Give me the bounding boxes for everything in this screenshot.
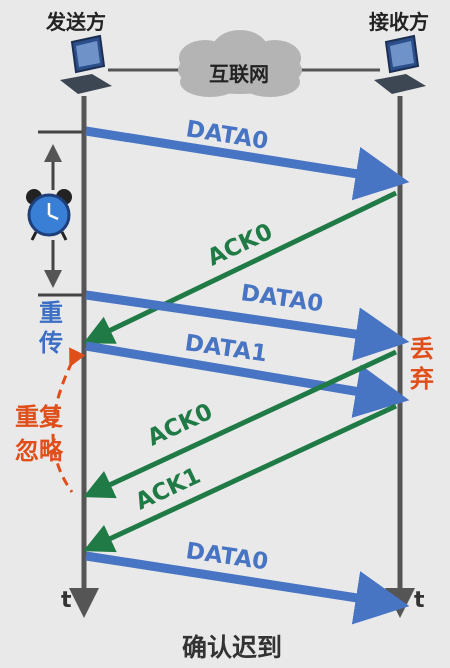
time-axis-label-sender: t	[61, 588, 72, 613]
data0-arrow-final	[85, 551, 410, 625]
message-label: DATA0	[239, 280, 325, 317]
internet-label: 互联网	[209, 62, 269, 86]
data0-arrow-retransmit	[85, 290, 410, 361]
ack0-arrow-first	[83, 190, 398, 344]
ack0-arrow-second	[83, 349, 398, 499]
data1-arrow	[85, 341, 410, 418]
cloud-icon	[178, 30, 302, 97]
data0-arrow-first	[85, 126, 410, 201]
receiver-label: 接收方	[369, 10, 429, 34]
timeout-bracket	[38, 130, 82, 297]
ack1-arrow	[83, 403, 398, 553]
message-label: ACK0	[204, 219, 277, 272]
retransmit-label: 重传	[39, 299, 63, 357]
caption: 确认迟到	[182, 633, 283, 662]
sender-label: 发送方	[46, 10, 106, 34]
discard-label: 丢弃	[410, 335, 434, 393]
alarm-clock-icon	[26, 189, 72, 241]
message-label: ACK0	[144, 399, 217, 452]
time-axis-label-receiver: t	[414, 588, 425, 613]
laptop-icon	[60, 34, 112, 94]
ignore-curve	[51, 347, 86, 493]
laptop-icon	[374, 34, 426, 94]
duplicate-ignore-label: 重复忽略	[15, 403, 63, 465]
